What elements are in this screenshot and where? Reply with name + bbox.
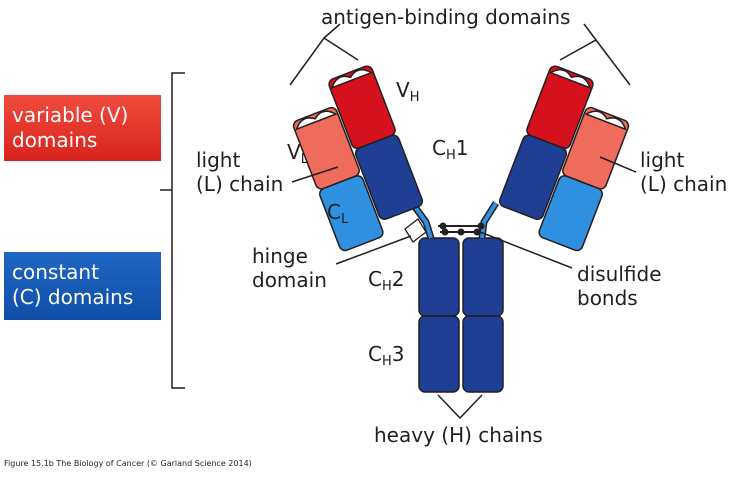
constant-domains-badge: constant (C) domains (4, 252, 161, 320)
vl-sub: L (300, 152, 308, 167)
vh-main: V (396, 78, 410, 102)
ch3-tail: 3 (391, 342, 405, 366)
hinge-domain-label: hinge domain (252, 244, 327, 292)
left-antigen-leader (323, 23, 341, 39)
vh-sub: H (409, 90, 420, 105)
hinge-strand-left-fill (410, 201, 433, 239)
light-chain-right-label: light (L) chain (640, 148, 727, 196)
ch2-label: CH2 (368, 267, 404, 299)
cl-main: C (327, 200, 341, 224)
disulfide-line-2: bonds (577, 286, 638, 310)
light-left-line-2: (L) chain (196, 172, 284, 196)
disulfide-bonds (438, 222, 485, 236)
right-vl-notch (584, 110, 627, 131)
ch1-tail: 1 (455, 136, 469, 160)
hinge-leader (335, 235, 412, 265)
ch2-sub: H (381, 279, 392, 294)
ch3-domain-left (418, 315, 460, 393)
constant-badge-line-1: constant (12, 260, 99, 284)
light-right-line-1: light (640, 148, 685, 172)
right-fab-arm (498, 65, 630, 252)
left-bracket (160, 72, 185, 389)
disulfide-line-1: disulfide (577, 262, 662, 286)
left-fab-arm (292, 65, 424, 252)
hinge-line-1: hinge (252, 244, 308, 268)
vh-label: VH (396, 78, 419, 110)
heavy-chain-bracket (437, 394, 483, 420)
light-right-line-2: (L) chain (640, 172, 728, 196)
hinge-bracket (404, 218, 427, 243)
variable-badge-line-1: variable (V) (12, 103, 129, 127)
light-chain-left-label: light (L) chain (196, 148, 283, 196)
light-left-line-1: light (196, 148, 241, 172)
ch1-sub: H (445, 148, 456, 163)
ch1-label: CH1 (432, 136, 468, 168)
hinge-line-2: domain (252, 268, 327, 292)
right-ch1-domain (498, 134, 568, 220)
antigen-binding-label: antigen-binding domains (321, 5, 571, 29)
right-antigen-leader (583, 23, 597, 41)
ch3-main: C (368, 342, 382, 366)
disulfide-bonds-label: disulfide bonds (577, 262, 662, 310)
figure-caption: Figure 15.1b The Biology of Cancer (© Ga… (4, 459, 252, 468)
heavy-chains-label: heavy (H) chains (374, 423, 543, 447)
right-cl-domain (538, 175, 603, 252)
left-cl-domain (319, 175, 384, 252)
cl-label: CL (327, 200, 348, 232)
ch2-domain-left (418, 237, 460, 317)
vl-main: V (287, 140, 301, 164)
right-vh-notch (548, 68, 592, 89)
disulfide-leader (479, 231, 573, 269)
left-vh-notch (330, 68, 374, 89)
light-right-leader (599, 156, 637, 173)
ch2-main: C (368, 267, 382, 291)
vl-label: VL (287, 140, 308, 172)
variable-domains-badge: variable (V) domains (4, 95, 161, 161)
cl-sub: L (340, 212, 349, 227)
ch2-tail: 2 (391, 267, 405, 291)
ch1-main: C (432, 136, 446, 160)
constant-badge-line-2: (C) domains (12, 285, 134, 309)
ch3-domain-right (462, 315, 504, 393)
ch3-sub: H (381, 354, 392, 369)
light-left-leader (291, 166, 339, 183)
left-ch1-domain (354, 134, 424, 220)
variable-badge-line-2: domains (12, 128, 98, 152)
ch2-domain-right (462, 237, 504, 317)
ch3-label: CH3 (368, 342, 404, 374)
left-vl-notch (295, 110, 338, 131)
